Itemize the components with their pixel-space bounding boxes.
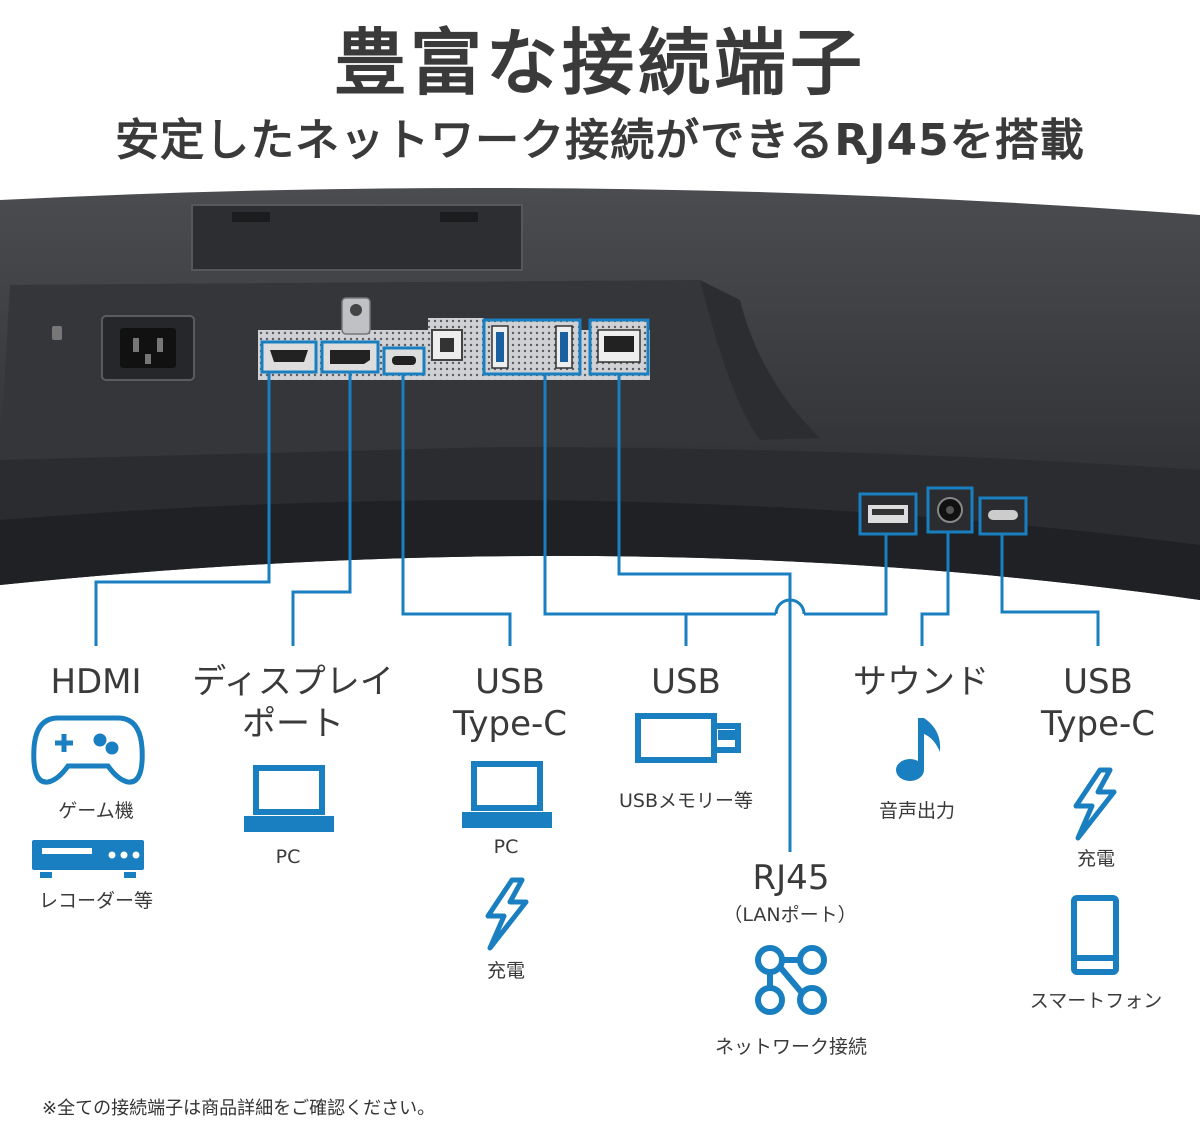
usb-use-memory: USBメモリー等: [618, 790, 753, 812]
gamepad-icon: [31, 715, 145, 785]
displayport-label-line1: ディスプレイ: [192, 662, 394, 702]
page-title: 豊富な接続端子: [333, 21, 866, 105]
rj45-sublabel: （LANポート）: [723, 904, 857, 926]
usb-stick-icon: [635, 713, 741, 763]
usb-connector-line: [543, 374, 776, 616]
usbc-side-label-line2: Type-C: [1040, 704, 1156, 744]
usbc-rear-label-line2: Type-C: [452, 704, 568, 744]
music-note-icon: [896, 718, 941, 781]
hdmi-use-recorder: レコーダー等: [38, 890, 153, 912]
sound-label: サウンド: [853, 662, 989, 702]
smartphone-icon: [1071, 895, 1119, 975]
usb-label: USB: [651, 662, 721, 702]
hdmi-connector-line: [94, 372, 271, 646]
usbc-side-use-smartphone: スマートフォン: [1029, 990, 1163, 1012]
displayport-use-pc: PC: [275, 846, 301, 868]
rj45-connector-line: [617, 374, 792, 852]
usbc-side-label-line1: USB: [1063, 662, 1133, 702]
usbc-side-use-charge: 充電: [1076, 848, 1115, 870]
sound-use-audio: 音声出力: [878, 800, 955, 822]
rj45-label: RJ45: [752, 858, 830, 898]
lightning-icon-usbc: [485, 877, 529, 951]
usbc-rear-use-pc: PC: [493, 836, 519, 858]
usbc-side-connector-line: [1000, 534, 1100, 646]
lightning-icon-side: [1073, 767, 1117, 841]
page-subtitle: 安定したネットワーク接続ができるRJ45を搭載: [115, 115, 1085, 166]
usbc-rear-label-line1: USB: [475, 662, 545, 702]
recorder-icon: [32, 840, 144, 878]
laptop-icon-displayport: [244, 765, 334, 832]
audio-connector-line: [920, 532, 950, 646]
displayport-connector-line: [291, 372, 352, 646]
rj45-use-network: ネットワーク接続: [714, 1036, 867, 1058]
usbc-rear-connector-line: [401, 374, 512, 646]
displayport-label-line2: ポート: [242, 704, 344, 744]
hdmi-use-game: ゲーム機: [58, 800, 134, 822]
usbc-rear-use-charge: 充電: [486, 960, 525, 982]
footer-note: ※全ての接続端子は商品詳細をご確認ください。: [42, 1098, 436, 1119]
laptop-icon-usbc: [462, 761, 552, 828]
hdmi-label: HDMI: [50, 662, 142, 702]
network-icon: [755, 945, 827, 1015]
